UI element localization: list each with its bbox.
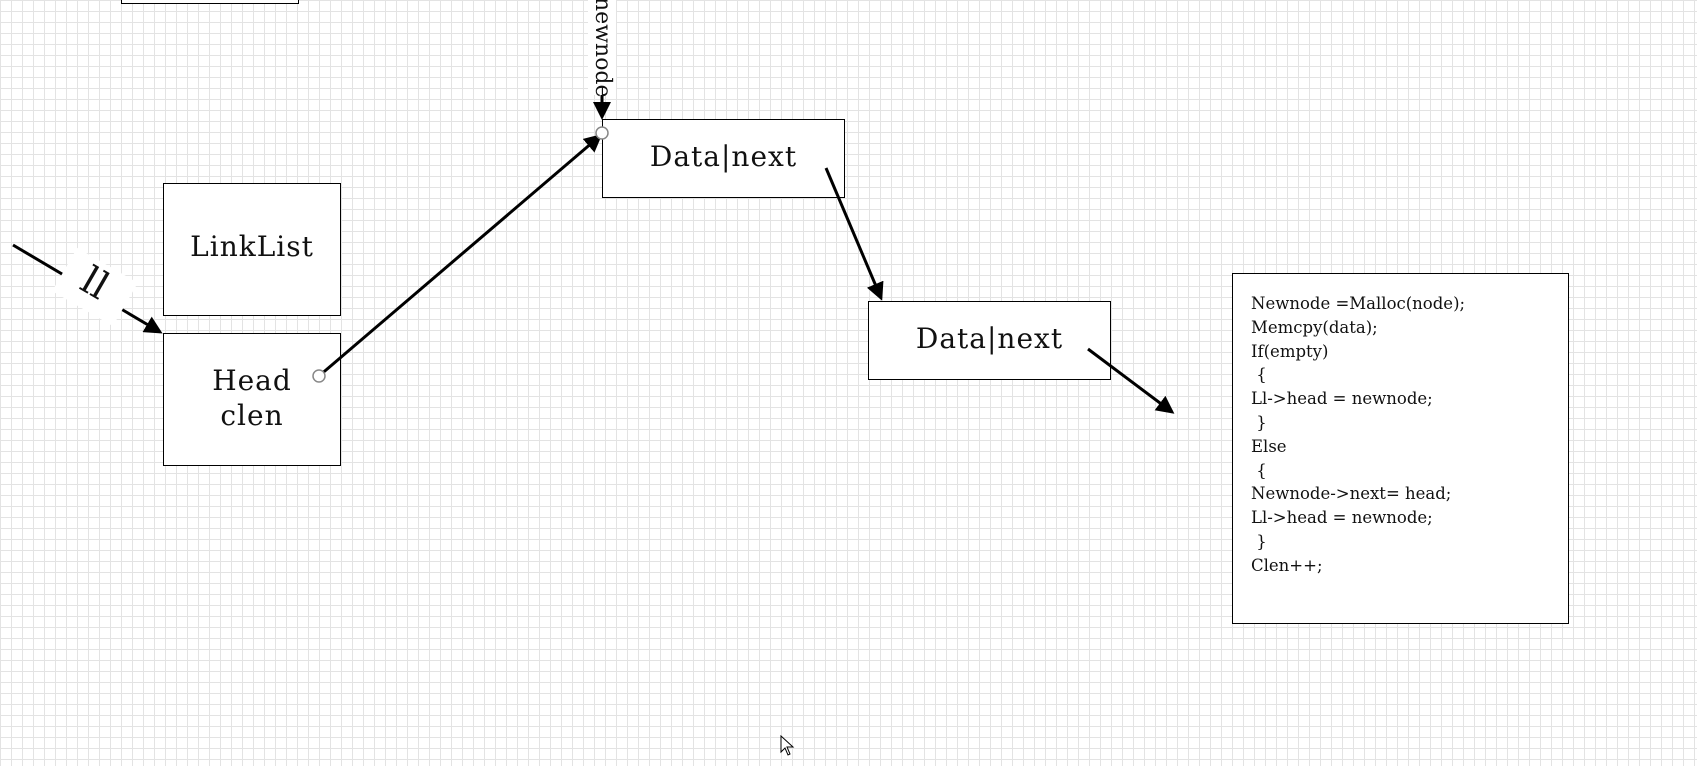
code-box[interactable]: Newnode =Malloc(node); Memcpy(data); If(…	[1232, 273, 1569, 624]
linklist-box[interactable]: LinkList	[163, 183, 341, 316]
code-line: {	[1251, 460, 1267, 480]
head-connector-dot[interactable]	[312, 369, 326, 383]
head-label: Head	[212, 364, 292, 397]
code-line: Newnode->next= head;	[1251, 484, 1452, 504]
code-line: }	[1251, 412, 1267, 432]
mouse-cursor-icon	[780, 735, 795, 756]
edge-ll-label-bg	[52, 247, 138, 327]
linklist-label: LinkList	[190, 230, 314, 263]
code-line: Clen++;	[1251, 555, 1323, 575]
code-line: }	[1251, 531, 1267, 551]
code-line: Ll->head = newnode;	[1251, 389, 1433, 409]
code-line: Memcpy(data);	[1251, 317, 1378, 337]
head-box[interactable]: Head clen	[163, 333, 341, 466]
data-node-2-label: Data|next	[915, 322, 1064, 355]
data-node-1[interactable]: Data|next	[602, 119, 845, 198]
data-node-1-label: Data|next	[649, 140, 798, 173]
code-line: Else	[1251, 436, 1287, 456]
node1-connector-dot[interactable]	[595, 126, 609, 140]
code-text: Newnode =Malloc(node); Memcpy(data); If(…	[1251, 292, 1465, 578]
edge-head-to-node1[interactable]	[318, 134, 603, 378]
edge-newnode-label[interactable]: newnode	[590, 0, 615, 98]
edge-node2-to-next[interactable]	[1087, 347, 1175, 414]
edge-newnode-label-bg	[588, 0, 616, 95]
partial-box-top[interactable]	[121, 0, 299, 4]
data-node-2[interactable]: Data|next	[868, 301, 1111, 380]
edge-node1-to-node2[interactable]	[824, 167, 884, 301]
code-line: If(empty)	[1251, 341, 1329, 361]
code-line: {	[1251, 365, 1267, 385]
code-line: Newnode =Malloc(node);	[1251, 294, 1466, 313]
clen-label: clen	[220, 399, 284, 432]
code-line: Ll->head = newnode;	[1251, 508, 1433, 528]
